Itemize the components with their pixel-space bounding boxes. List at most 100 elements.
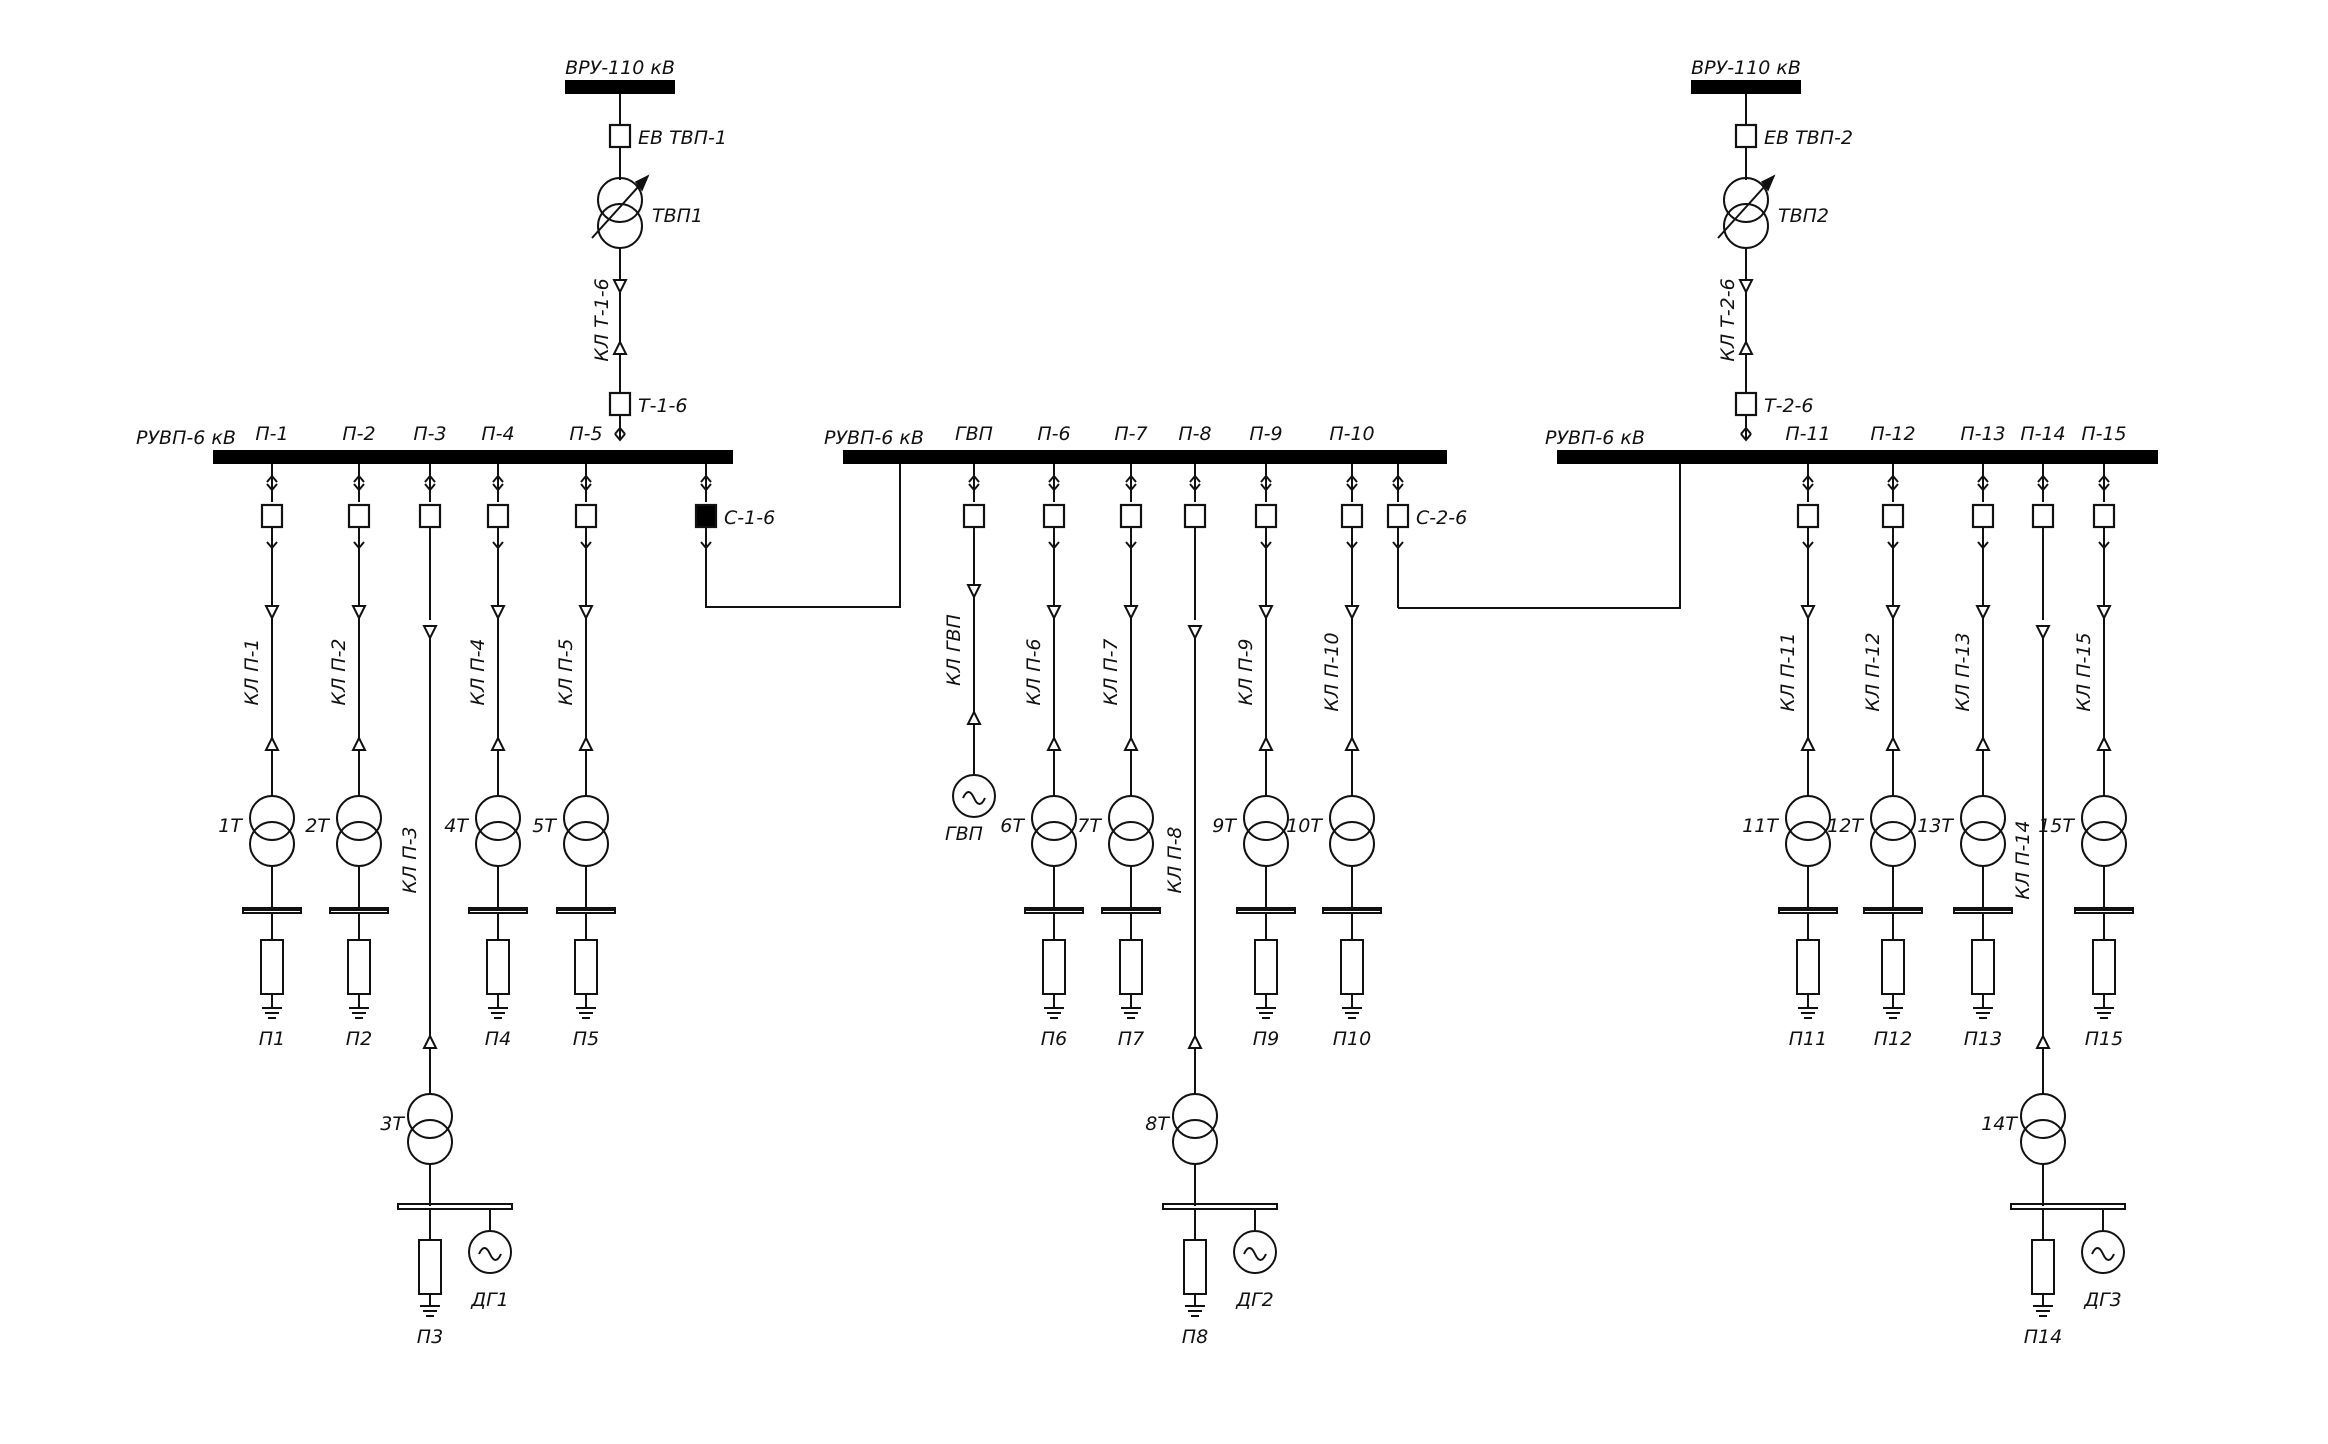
circuit-breaker-icon [1881,503,1905,529]
transformer-icon [1785,795,1831,841]
busbar [1557,450,2158,464]
transformer-icon [336,821,382,867]
cable-label: КЛ П-1 [241,638,263,705]
cable-end-up-icon [351,735,367,751]
feeder-label: П-5 [569,423,602,445]
cable-end-down-icon [1800,605,1816,621]
lv-busbar [2010,1203,2126,1210]
transformer-icon [1031,821,1077,867]
load-label: П4 [485,1028,511,1050]
load-label: П7 [1118,1028,1144,1050]
disconnector-down-icon [1977,483,1989,492]
disconnector-down-icon [1346,541,1358,550]
transformer-icon [475,821,521,867]
feeder-label: П-15 [2081,423,2126,445]
load-icon [1254,939,1278,995]
disconnector-down-icon [353,483,365,492]
hv-cable-label: КЛ Т-2-6 [1717,278,1739,361]
section-breaker-label: С-1-6 [724,507,775,529]
disconnector-up-icon [968,474,980,483]
cable-end-down-icon [1123,605,1139,621]
transformer-label: 11Т [1742,815,1779,837]
disconnector-down-icon [492,483,504,492]
disconnector-down-icon [1740,433,1752,442]
circuit-breaker-icon [608,391,632,417]
circuit-breaker-icon [1183,503,1207,529]
circuit-breaker-icon [347,503,371,529]
feeder-label: П-6 [1037,423,1070,445]
section-breaker-label: С-2-6 [1416,507,1467,529]
cable-label: КЛ П-3 [399,826,421,893]
disconnector-up-icon [353,474,365,483]
transformer-icon [475,795,521,841]
disconnector-down-icon [1260,483,1272,492]
cable-end-down-icon [612,279,628,295]
generator-icon [468,1230,512,1274]
feeder-label: П-8 [1178,423,1211,445]
load-icon [2092,939,2116,995]
hv-busbar [565,80,675,94]
equipment-symbols [213,80,2158,1295]
disconnector-down-icon [2037,483,2049,492]
disconnector-up-icon [1346,474,1358,483]
transformer-icon [1243,821,1289,867]
transformer-icon [2081,821,2127,867]
circuit-breaker-icon [1042,503,1066,529]
hv-busbar [1691,80,1801,94]
load-label: П1 [259,1028,285,1050]
load-label: П2 [346,1028,372,1050]
cable-label: КЛ П-6 [1023,638,1045,705]
disconnector-up-icon [1125,474,1137,483]
disconnector-up-icon [2098,474,2110,483]
disconnector-down-icon [2098,541,2110,550]
generator-sine-icon [1243,1247,1267,1261]
transformer-label: 1Т [218,815,243,837]
cable-end-down-icon [264,605,280,621]
load-label: П15 [2085,1028,2123,1050]
cable-end-down-icon [1885,605,1901,621]
transformer-icon [2081,795,2127,841]
hv-breaker-label: ЕВ ТВП-2 [1764,127,1853,149]
tie-wire [1398,464,1681,609]
circuit-breaker-icon [2031,503,2055,529]
disconnector-down-icon [700,483,712,492]
cable-end-down-icon [490,605,506,621]
transformer-icon [249,795,295,841]
generator-icon [1233,1230,1277,1274]
disconnector-down-icon [1392,541,1404,550]
transformer-icon [1172,1093,1218,1139]
disconnector-down-icon [1977,541,1989,550]
load-label: П10 [1333,1028,1371,1050]
disconnector-up-icon [1887,474,1899,483]
transformer-label: 14Т [1981,1113,2018,1135]
generator-label: ДГ1 [470,1289,509,1311]
load-icon [2031,1239,2055,1295]
hv-bus-label: ВРУ-110 кВ [565,57,675,79]
transformer-icon [336,795,382,841]
disconnector-down-icon [266,483,278,492]
regulation-arrow-icon [1760,174,1776,192]
disconnector-down-icon [1260,541,1272,550]
disconnector-down-icon [353,541,365,550]
transformer-icon [407,1119,453,1165]
lv-busbar [1778,907,1838,914]
cable-end-up-icon [1885,735,1901,751]
disconnector-down-icon [424,483,436,492]
transformer-label: 7Т [1077,815,1102,837]
feeder-label: П-2 [342,423,375,445]
circuit-breaker-icon [1340,503,1364,529]
disconnector-up-icon [1048,474,1060,483]
load-icon [1119,939,1143,995]
transformer-label: 3Т [380,1113,405,1135]
load-icon [1796,939,1820,995]
cable-label: КЛ П-12 [1862,632,1884,711]
load-icon [418,1239,442,1295]
feeder-label: П-14 [2020,423,2065,445]
tie-wire [705,464,901,608]
load-icon [1971,939,1995,995]
circuit-breaker-icon [962,503,986,529]
load-label: П14 [2024,1326,2062,1348]
circuit-breaker-icon [1734,391,1758,417]
transformer-icon [2020,1119,2066,1165]
disconnector-down-icon [1125,483,1137,492]
